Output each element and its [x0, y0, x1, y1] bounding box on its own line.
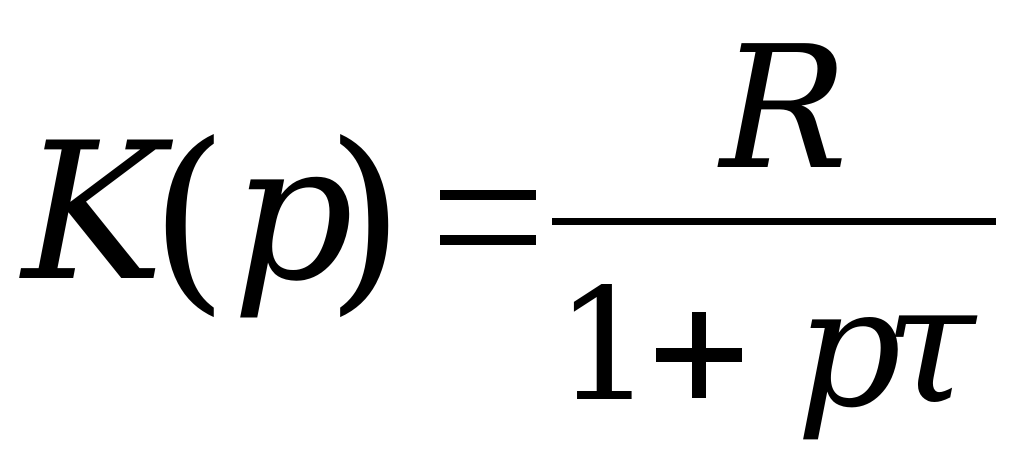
- denominator-one: 1: [555, 255, 654, 436]
- plus-sign: [656, 312, 742, 398]
- open-parenthesis: (: [150, 101, 229, 334]
- close-parenthesis: ): [326, 101, 405, 334]
- function-argument: p: [232, 102, 354, 323]
- denominator-p: p: [796, 252, 902, 444]
- denominator-tau: τ: [884, 248, 976, 440]
- equals-sign-bottom-stroke: [440, 235, 536, 245]
- numerator: R: [720, 10, 848, 208]
- function-symbol: K: [22, 102, 164, 323]
- equals-sign-top-stroke: [440, 190, 536, 200]
- fraction-bar: [552, 218, 996, 225]
